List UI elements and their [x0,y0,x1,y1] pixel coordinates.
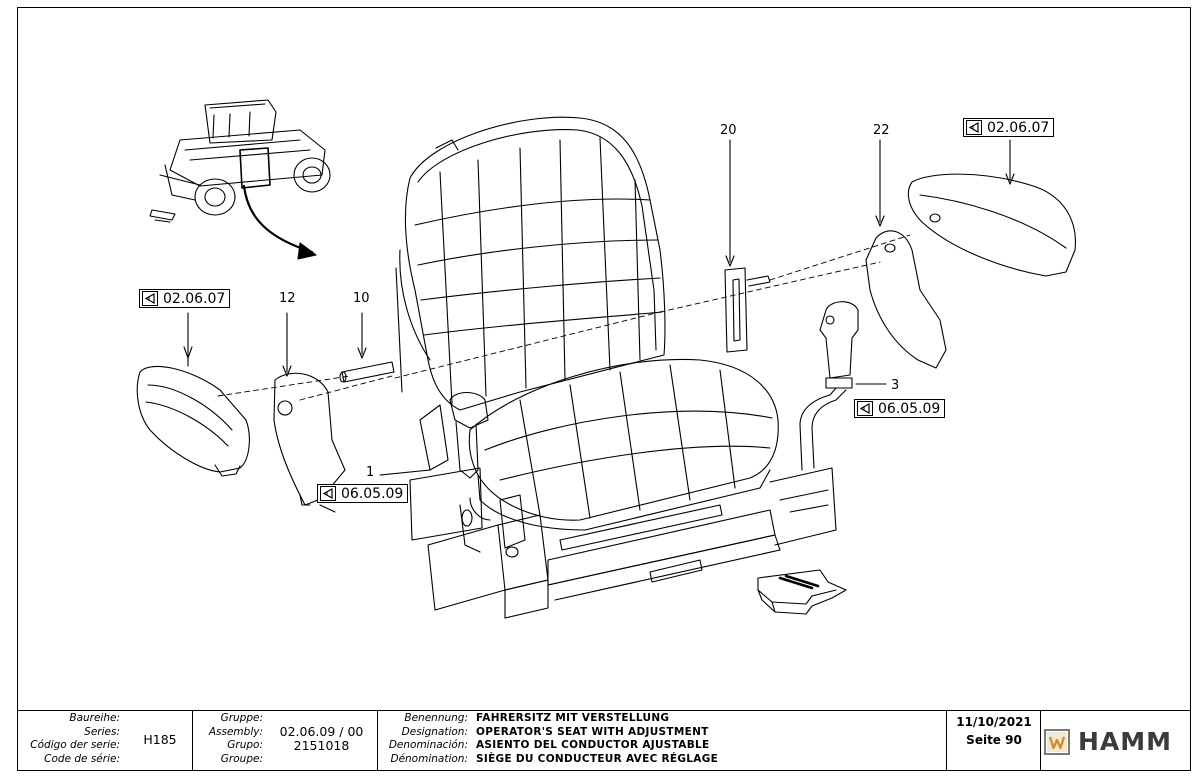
left-armrest-drawing [136,312,250,477]
series-label: Code de série: [44,752,120,765]
ref-code: 02.06.07 [163,290,226,307]
designation-cell: Benennung: Designation: Denominación: Dé… [378,711,947,771]
designation-label: Denominación: [388,739,468,752]
ref-code: 06.05.09 [878,400,941,417]
designation-label: Dénomination: [390,752,468,765]
ref-link-armrest-left[interactable]: 02.06.07 [139,289,231,308]
group-label: Assembly: [208,725,263,738]
left-console-drawing [273,312,346,513]
reference-triangle-icon [857,401,873,416]
leader-line-1 [379,469,431,476]
hamm-logo: HAMM [1044,727,1172,756]
sheet-frame [17,7,1191,771]
ref-code: 06.05.09 [341,485,404,502]
issue-date: 11/10/2021 [956,715,1032,729]
designation-fr: SIÈGE DU CONDUCTEUR AVEC RÉGLAGE [476,752,719,765]
callout-10: 10 [353,291,370,306]
group-label: Groupe: [220,752,263,765]
reference-triangle-icon [142,291,158,306]
callout-1: 1 [366,465,375,480]
ref-code: 02.06.07 [987,119,1050,136]
seat-base-frame-drawing [409,467,837,619]
reference-triangle-icon [320,486,336,501]
wirtgen-w-logo-icon [1044,728,1070,755]
ref-link-left-console[interactable]: 06.05.09 [317,484,409,503]
designation-de: FAHRERSITZ MIT VERSTELLUNG [476,712,670,724]
ref-link-joystick[interactable]: 06.05.09 [854,399,946,418]
joystick-drawing [799,301,887,471]
roller-thumbnail-icon [149,99,331,260]
exploded-view-drawing [136,99,1076,619]
group-cell: Gruppe: Assembly: Grupo: Groupe: 02.06.0… [193,711,378,771]
callout-22: 22 [873,123,890,138]
seat-cushion-drawing [468,358,779,531]
series-cell: Baureihe: Series: Código der serie: Code… [17,711,193,771]
group-number: 2151018 [293,738,350,753]
callout-3: 3 [891,378,900,393]
front-direction-arrow-icon [757,569,847,615]
series-label: Series: [84,725,120,738]
seat-backrest-drawing [395,116,666,411]
designation-es: ASIENTO DEL CONDUCTOR AJUSTABLE [476,739,710,752]
reference-triangle-icon [966,120,982,135]
page-number: Seite 90 [966,733,1022,747]
series-label: Baureihe: [69,712,120,724]
designation-label: Benennung: [404,712,468,724]
title-block: Baureihe: Series: Código der serie: Code… [17,710,1191,771]
designation-label: Designation: [401,725,468,738]
group-label: Grupo: [227,739,263,752]
callout-20: 20 [720,123,737,138]
callout-12: 12 [279,291,296,306]
item-20-bracket-drawing [724,139,771,353]
assembly-value: 02.06.09 / 00 [279,724,364,739]
series-label: Código der serie: [30,739,120,752]
item-10-pin-drawing [339,312,395,383]
seat-levers-drawing [419,391,526,558]
series-value: H185 [143,732,177,747]
ref-link-armrest-right[interactable]: 02.06.07 [963,118,1055,137]
brand-name: HAMM [1078,727,1173,756]
designation-en: OPERATOR'S SEAT WITH ADJUSTMENT [476,725,709,738]
right-armrest-drawing [907,139,1076,277]
mounting-dashed-lines [217,234,911,401]
right-console-drawing [865,139,947,369]
group-label: Gruppe: [220,712,263,724]
date-page-cell: 11/10/2021 Seite 90 [947,711,1041,771]
